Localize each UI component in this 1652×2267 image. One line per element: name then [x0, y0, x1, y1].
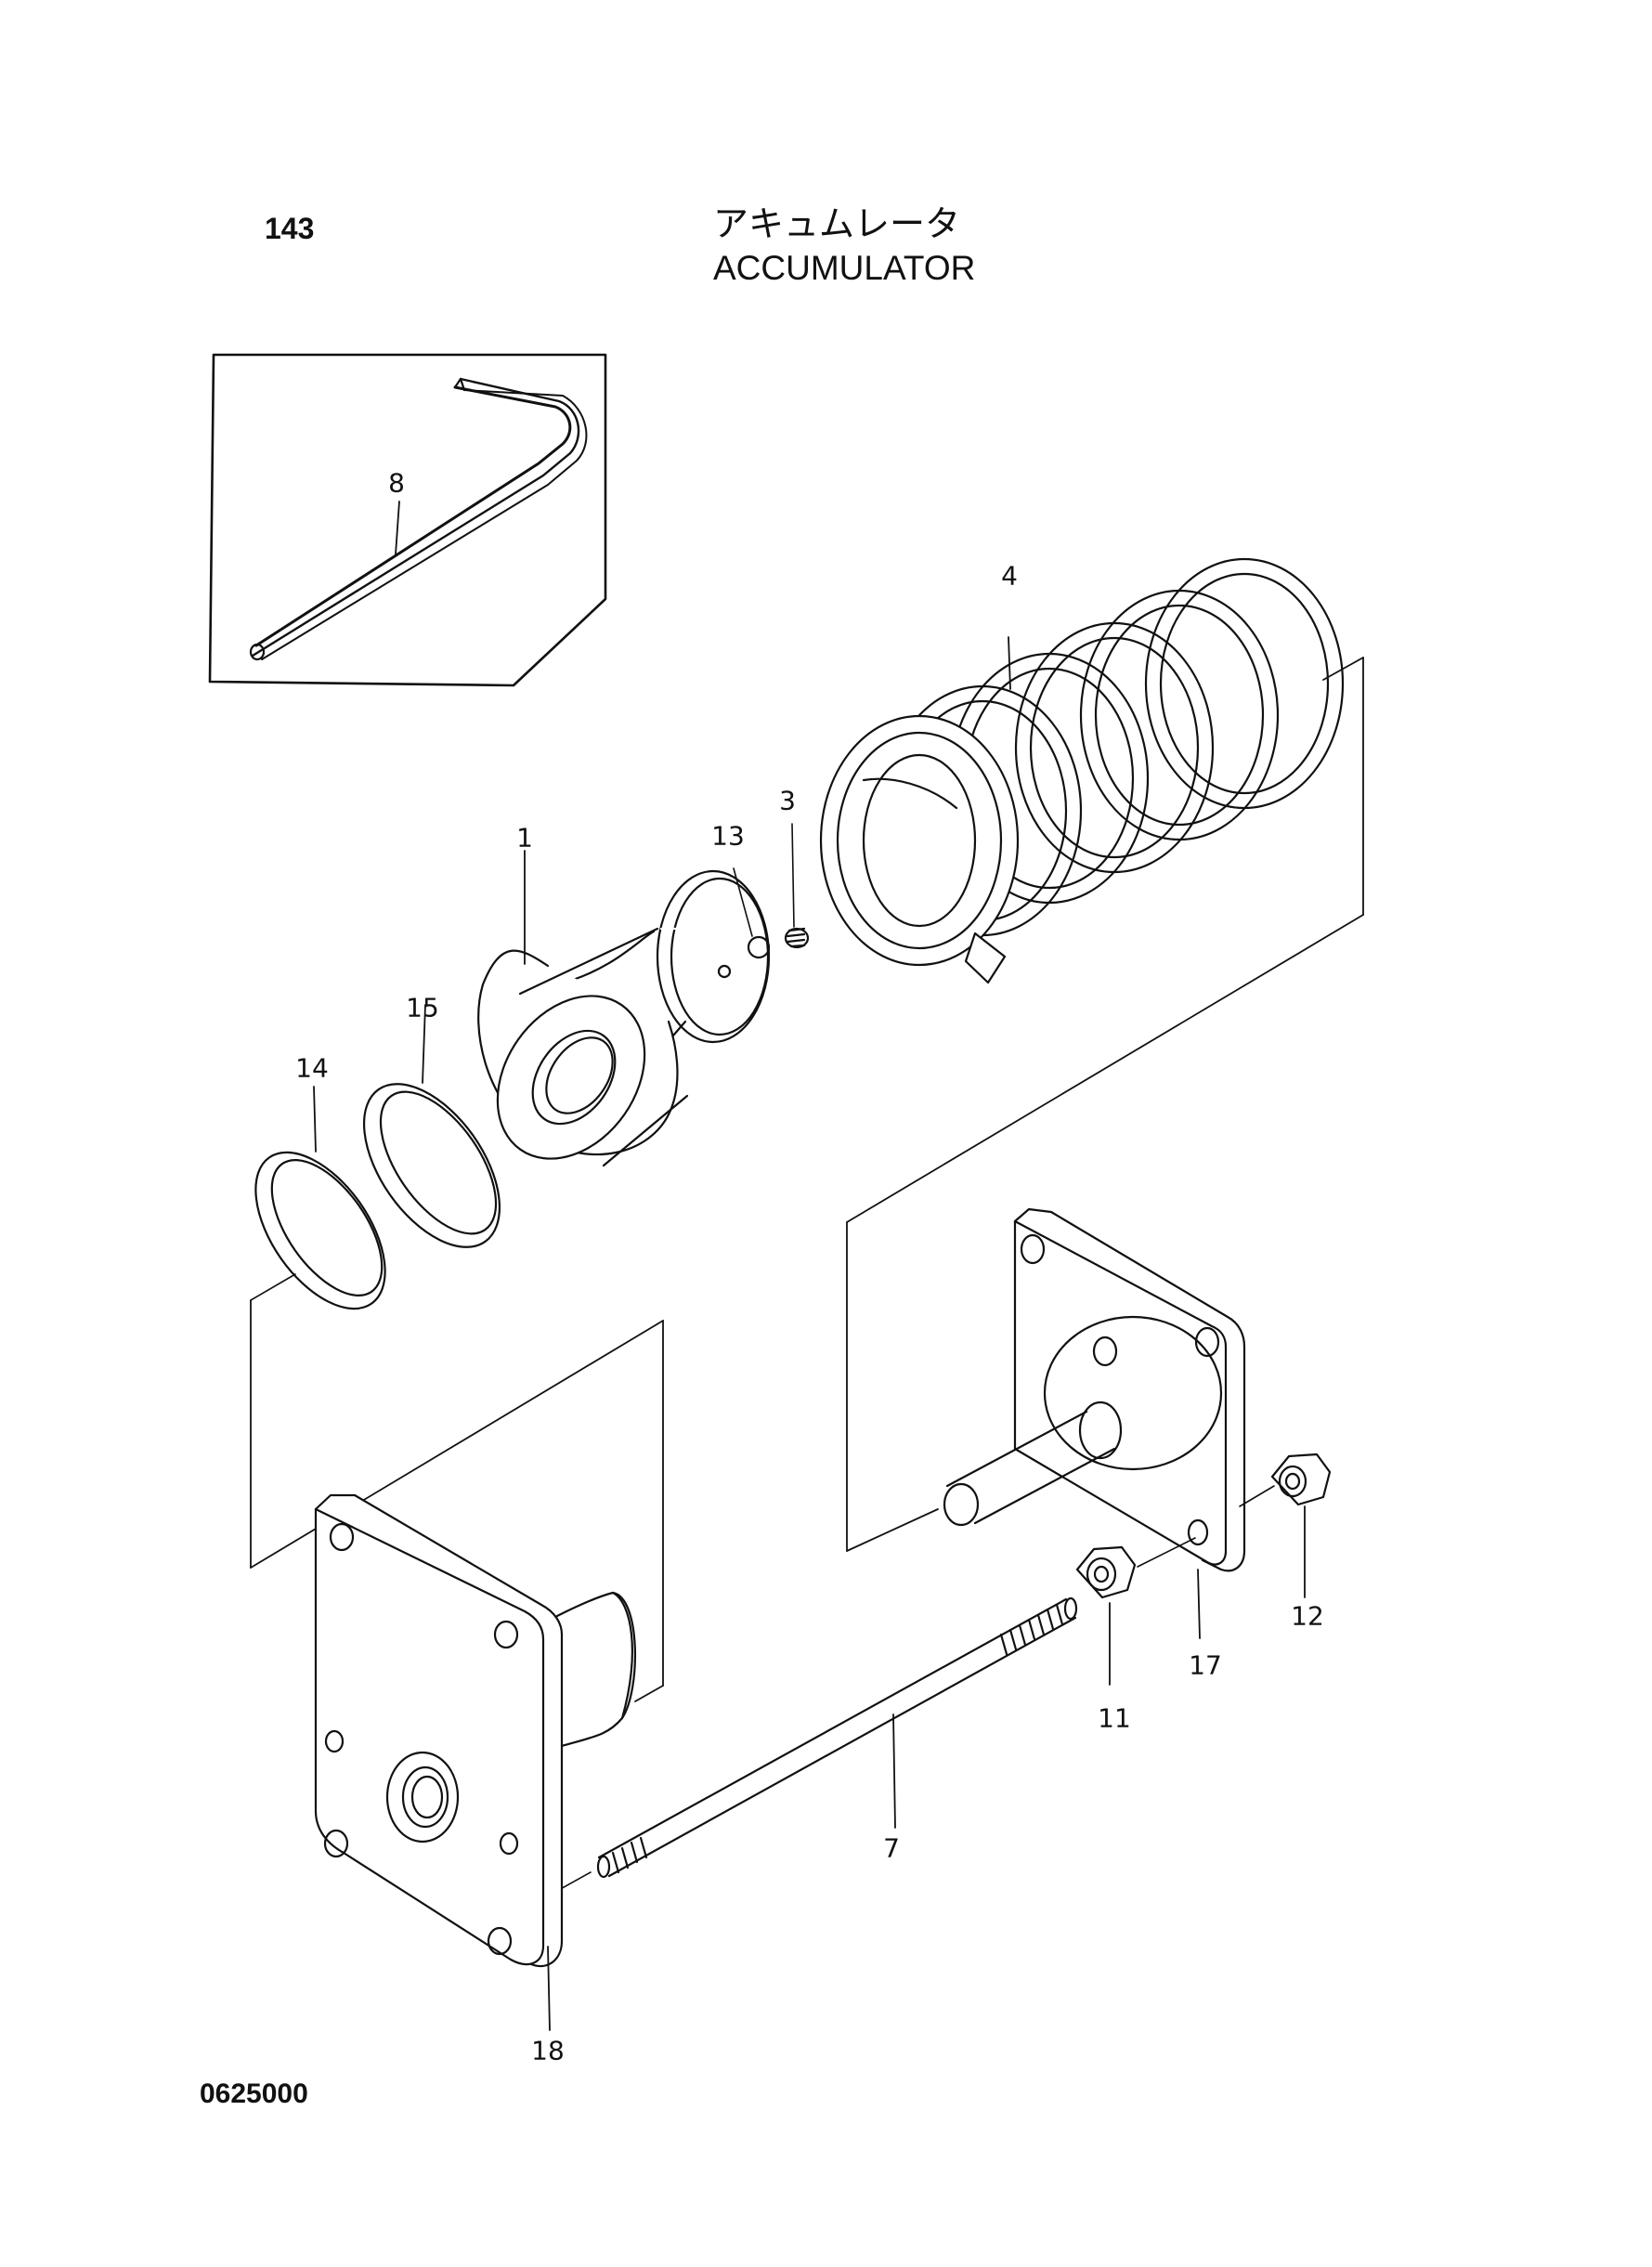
leader-4	[1008, 637, 1010, 689]
ring-part-15	[337, 1005, 527, 1270]
plug-part-3	[786, 824, 808, 947]
callout-18: 18	[531, 2035, 565, 2066]
hex-key-part-8	[251, 379, 586, 659]
cylinder-part-1	[467, 851, 769, 1187]
leader-14	[314, 1087, 316, 1152]
callout-7: 7	[883, 1832, 900, 1864]
leader-13	[734, 868, 752, 936]
bracket-part-18	[316, 1495, 635, 2030]
ball-part-13	[734, 868, 769, 958]
nut-part-11	[1077, 1538, 1195, 1685]
callout-17: 17	[1189, 1649, 1222, 1681]
callout-11: 11	[1098, 1702, 1131, 1734]
leader-7	[893, 1714, 895, 1828]
nut-part-12	[1240, 1454, 1330, 1597]
ring-part-14	[229, 1087, 410, 1331]
callout-8: 8	[388, 467, 405, 499]
callout-15: 15	[406, 992, 439, 1023]
coil-spring-part-4	[821, 559, 1343, 983]
leader-3	[792, 824, 794, 927]
callout-4: 4	[1001, 560, 1018, 592]
leader-17	[1198, 1570, 1200, 1638]
title-english: ACCUMULATOR	[713, 249, 976, 287]
inset-box-hex-key	[210, 355, 605, 685]
threaded-rod-part-7	[557, 1598, 1076, 1891]
callout-14: 14	[295, 1052, 329, 1084]
callout-12: 12	[1291, 1600, 1324, 1632]
leader-18	[548, 1947, 550, 2030]
bracket-part-17	[944, 1209, 1244, 1638]
leader-15	[423, 1005, 425, 1083]
callout-3: 3	[779, 785, 796, 816]
phantom-plane-right	[847, 658, 1363, 1551]
document-code: 0625000	[200, 2078, 308, 2109]
page-number: 143	[265, 212, 315, 245]
callout-1: 1	[516, 822, 533, 853]
title-japanese: アキュムレータ	[713, 203, 961, 244]
callout-13: 13	[711, 820, 745, 852]
leader-8	[396, 502, 399, 554]
